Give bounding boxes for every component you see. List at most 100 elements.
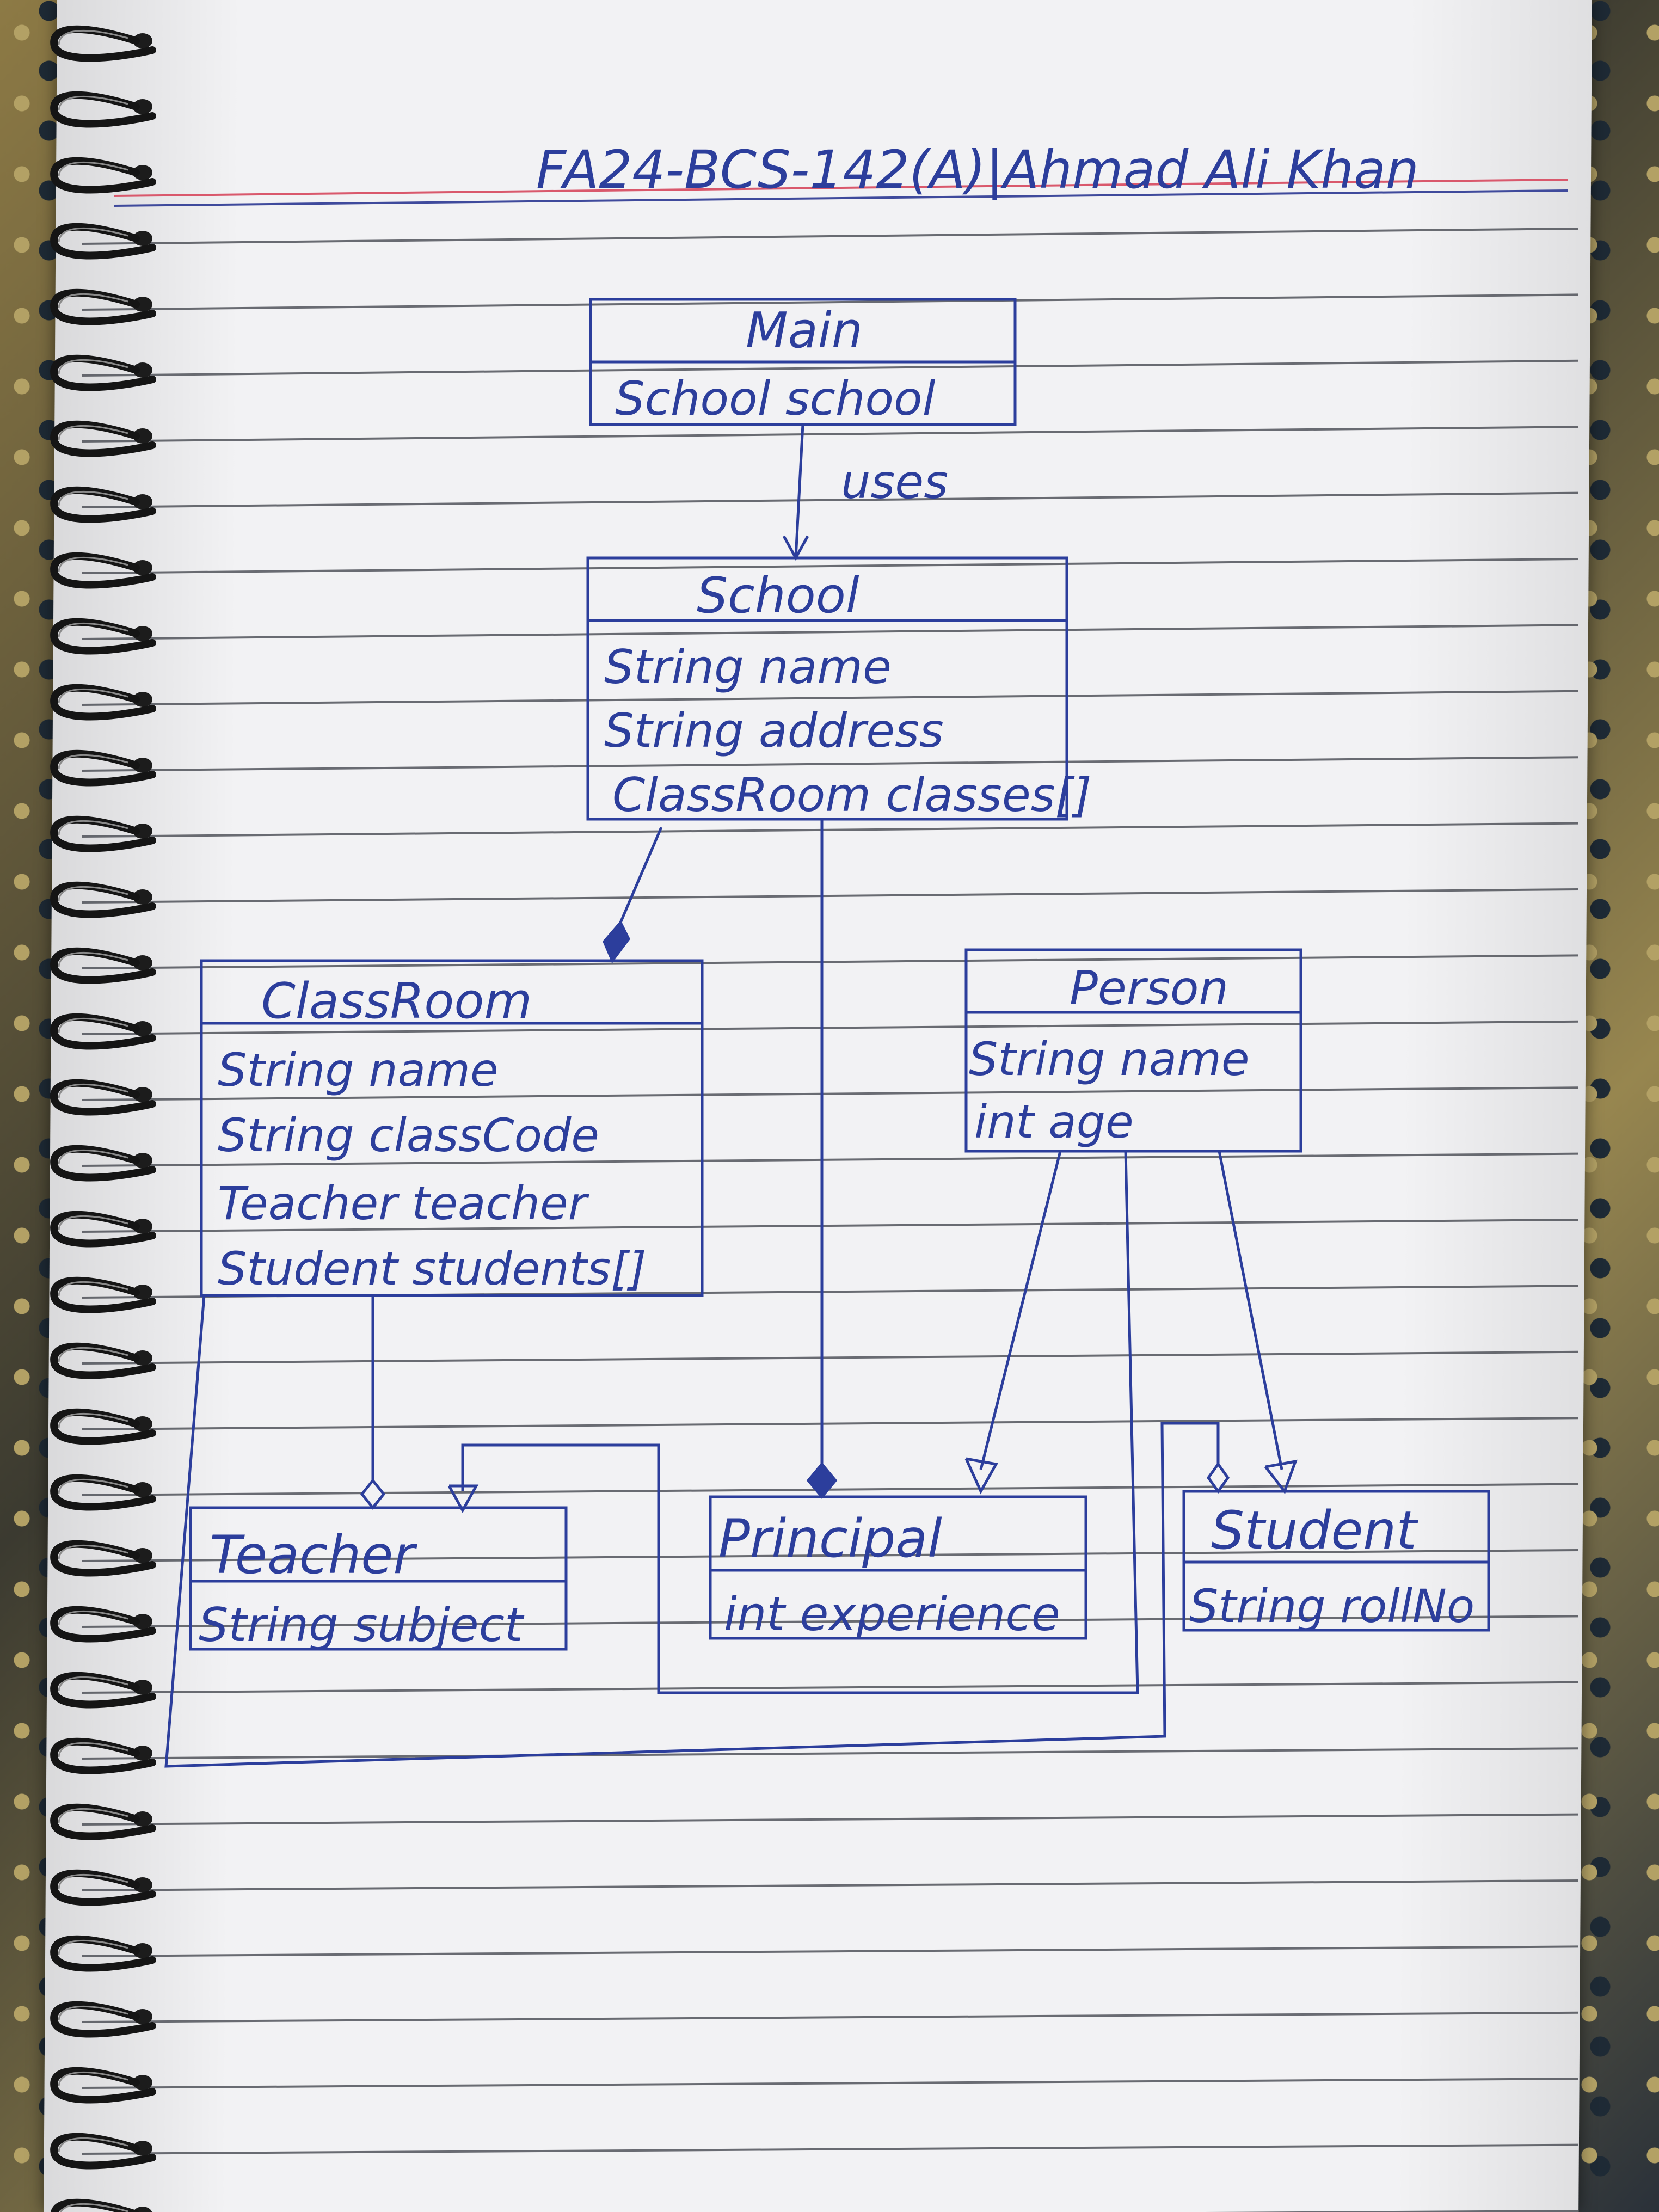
- spiral-coil-highlight: [58, 95, 128, 111]
- binding-hole: [133, 692, 152, 707]
- ruled-line: [81, 1615, 1579, 1628]
- spiral-coil-highlight: [58, 1939, 128, 1955]
- binding-hole: [133, 1746, 152, 1761]
- binding-hole: [133, 165, 152, 180]
- ruled-line: [81, 558, 1579, 574]
- binding-hole: [133, 955, 152, 970]
- ruled-line: [81, 1020, 1579, 1035]
- ruled-line: [81, 1152, 1579, 1167]
- binding-hole: [133, 1680, 152, 1695]
- spiral-coil-highlight: [58, 1347, 128, 1362]
- spiral-coil-highlight: [58, 1083, 128, 1099]
- class-classroom-attr-4: Student students[]: [218, 1242, 647, 1295]
- ruled-line: [81, 954, 1579, 969]
- relation-person-student: [1218, 1151, 1298, 1495]
- class-teacher-attr-1: String subject: [199, 1598, 525, 1652]
- class-teacher: [189, 1506, 568, 1651]
- binding-hole: [133, 2141, 152, 2156]
- spiral-coil-highlight: [58, 1281, 128, 1297]
- relation-person-principal: [964, 1151, 1062, 1495]
- binding-hole: [133, 1153, 152, 1168]
- spiral-coil-highlight: [58, 29, 128, 45]
- ruled-line: [81, 359, 1579, 377]
- spiral-coil-highlight: [58, 1017, 128, 1033]
- ruled-line: [81, 1681, 1579, 1694]
- spiral-coil-highlight: [58, 754, 128, 770]
- ruled-line: [81, 1350, 1579, 1365]
- spiral-coil-highlight: [58, 1478, 128, 1494]
- class-person-attr-1: String name: [969, 1033, 1250, 1086]
- spiral-coil-highlight: [58, 556, 128, 572]
- ruled-line: [81, 624, 1579, 640]
- binding-hole: [133, 362, 152, 378]
- binding-hole: [133, 2075, 152, 2090]
- relation-classroom-teacher: [360, 1295, 386, 1510]
- relation-person-teacher: [447, 1151, 1139, 1694]
- relation-school-classroom: [603, 827, 663, 963]
- ruled-line: [81, 2143, 1579, 2155]
- spiral-coil-highlight: [58, 1149, 128, 1165]
- header-rule-line: [114, 189, 1568, 207]
- spiral-coil-highlight: [58, 1873, 128, 1889]
- spiral-coil-highlight: [58, 1544, 128, 1560]
- ruled-line: [81, 1813, 1579, 1826]
- class-school: [586, 556, 1068, 821]
- ruled-line: [81, 228, 1579, 245]
- ruled-line: [81, 1747, 1579, 1760]
- ruled-line: [81, 1945, 1579, 1957]
- class-main-name: Main: [746, 302, 863, 359]
- binding-hole: [133, 494, 152, 509]
- binding-hole: [133, 2207, 152, 2212]
- binding-hole: [133, 1087, 152, 1102]
- spiral-coil-highlight: [58, 820, 128, 835]
- class-main-attr-1: School school: [615, 372, 936, 426]
- class-student-attr-1: String rollNo: [1189, 1580, 1474, 1633]
- ruled-line: [81, 822, 1579, 838]
- binding-hole: [133, 1219, 152, 1234]
- class-person: [964, 948, 1302, 1153]
- class-principal-name: Principal: [718, 1508, 942, 1569]
- binding-hole: [133, 1021, 152, 1036]
- spiral-coil-highlight: [58, 1742, 128, 1758]
- relation-main-school-label: uses: [841, 455, 948, 509]
- class-school-name: School: [697, 567, 859, 624]
- class-student-name: Student: [1211, 1500, 1418, 1561]
- ruled-line: [81, 426, 1579, 443]
- binding-hole: [133, 1877, 152, 1893]
- spiral-coil-highlight: [58, 293, 128, 309]
- class-school-attr-2: String address: [604, 704, 944, 758]
- binding-hole: [133, 33, 152, 48]
- spiral-coil-highlight: [58, 1610, 128, 1626]
- ruled-line: [81, 2011, 1579, 2023]
- ruled-line: [81, 2078, 1579, 2089]
- binding-hole: [133, 560, 152, 575]
- binding-hole: [133, 1614, 152, 1629]
- binding-hole: [133, 1285, 152, 1300]
- spiral-coil-highlight: [58, 490, 128, 506]
- binding-hole: [133, 1416, 152, 1431]
- spiral-coil-highlight: [58, 425, 128, 440]
- spiral-coil-highlight: [58, 2137, 128, 2153]
- spiral-coil-highlight: [58, 1808, 128, 1823]
- spiral-coil-highlight: [58, 161, 128, 177]
- class-school-attr-1: String name: [604, 640, 892, 695]
- spiral-coil-highlight: [58, 688, 128, 704]
- class-school-attr-3: ClassRoom classes[]: [612, 768, 1092, 822]
- ruled-line: [81, 756, 1579, 772]
- ruled-line: [81, 690, 1579, 706]
- binding-hole: [133, 1350, 152, 1366]
- spiral-coil-highlight: [58, 1676, 128, 1692]
- binding-hole: [133, 1482, 152, 1497]
- ruled-line: [81, 293, 1579, 311]
- binding-hole: [133, 2009, 152, 2024]
- ruled-line: [81, 1219, 1579, 1233]
- spiral-coil-highlight: [58, 1215, 128, 1231]
- relation-classroom-student: [164, 1295, 1230, 1768]
- ruled-line: [81, 1483, 1579, 1496]
- class-classroom-attr-3: Teacher teacher: [218, 1177, 589, 1230]
- binding-hole: [133, 99, 152, 114]
- class-classroom-attr-1: String name: [218, 1043, 499, 1097]
